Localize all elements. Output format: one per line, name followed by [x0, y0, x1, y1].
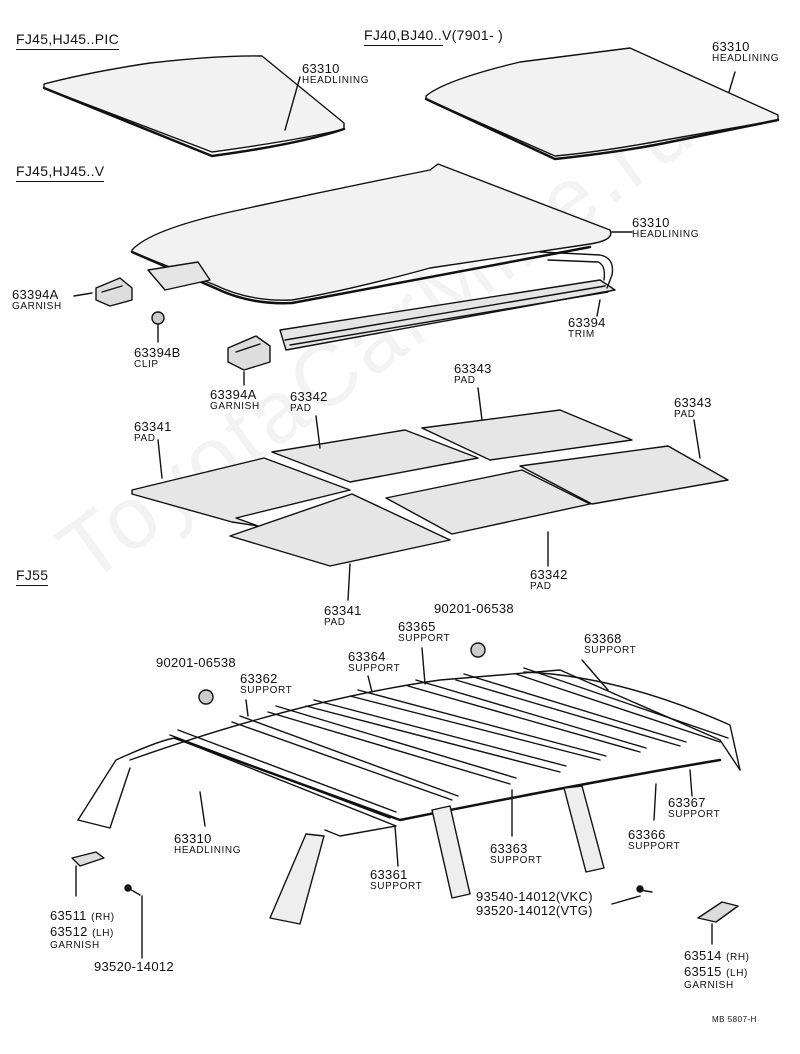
callout-screw-vtg: 93520-14012(VTG)	[476, 903, 593, 918]
callout-garnish-63511: 63511 (RH) 63512 (LH) GARNISH	[50, 908, 115, 951]
roof-shell-fj55	[77, 669, 741, 925]
roof-supports	[169, 647, 741, 867]
callout-screw-93520: 93520-14012	[94, 959, 174, 974]
garnish-63394a-upper-icon	[73, 277, 133, 307]
callout-garnish-63514: 63514 (RH) 63515 (LH) GARNISH	[684, 948, 750, 991]
section-fj55: FJ55	[16, 568, 49, 586]
garnish-63394a-lower-icon	[227, 335, 271, 386]
garnish-63514-icon	[697, 901, 739, 945]
garnish-63511-icon	[71, 851, 105, 897]
section-fj40-v: FJ40,BJ40..V(7901- )	[364, 28, 503, 46]
clip-63394b-icon	[151, 311, 165, 343]
section-fj45-pic: FJ45,HJ45..PIC	[16, 32, 120, 50]
trim-rail	[147, 251, 616, 351]
headlining-panel-fj40	[424, 47, 780, 161]
bolt-90201-icon	[198, 642, 486, 705]
pad-set	[131, 387, 729, 601]
headlining-panel-fj45-pic	[42, 55, 346, 158]
callout-screw-vkc: 93540-14012(VKC)	[476, 889, 593, 904]
callout-bolt-90201-b: 90201-06538	[434, 601, 514, 616]
screw-icon	[124, 884, 653, 959]
headlining-panel-fj45-v	[130, 163, 633, 305]
section-fj45-v: FJ45,HJ45..V	[16, 164, 105, 182]
figure-reference: MB 5807-H	[712, 1015, 757, 1024]
callout-bolt-90201-a: 90201-06538	[156, 655, 236, 670]
